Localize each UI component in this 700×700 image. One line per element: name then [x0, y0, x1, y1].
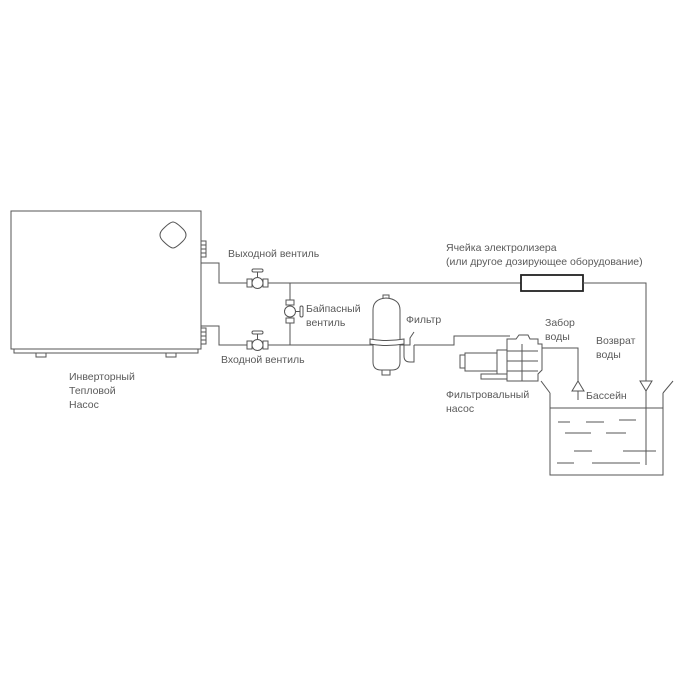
bypass-valve-label-line-1: Байпасный [306, 303, 361, 315]
electrolyzer-cell-icon [520, 274, 584, 292]
heat-pump-body [10, 210, 202, 350]
intake-arrow-icon [571, 380, 585, 392]
filter-pump-label: Фильтровальный насос [446, 388, 529, 416]
heat-pump-foot-left [35, 352, 47, 358]
outlet-valve-label: Выходной вентиль [228, 248, 320, 260]
bypass-valve-label-line-2: вентиль [306, 317, 346, 329]
inlet-valve-icon [246, 330, 269, 351]
heat-pump-label-line-2: Тепловой [69, 385, 116, 397]
water-return-label: Возврат воды [596, 334, 635, 362]
water-intake-label: Забор воды [545, 316, 575, 344]
heat-pump-label: Инверторный Тепловой Насос [69, 370, 135, 412]
pool-icon [540, 380, 674, 476]
water-intake-pipe [542, 347, 579, 400]
water-intake-label-line-1: Забор [545, 317, 575, 329]
water-return-pipe [583, 282, 647, 465]
outlet-pipe [201, 262, 247, 284]
inlet-pipe [201, 325, 247, 346]
electrolyzer-label-line-1: Ячейка электролизера [446, 242, 557, 254]
fan-grille-icon [159, 221, 187, 249]
pool-label: Бассейн [586, 390, 627, 402]
bypass-valve-icon [284, 299, 304, 324]
water-return-label-line-1: Возврат [596, 335, 636, 347]
heat-pump-unit [10, 210, 207, 358]
heat-pump-label-line-3: Насос [69, 399, 99, 411]
filter-label: Фильтр [406, 314, 442, 326]
inlet-valve-label: Входной вентиль [221, 354, 305, 366]
heat-pump-base [13, 348, 199, 354]
heat-pump-label-line-1: Инверторный [69, 371, 135, 383]
filter-pump-label-line-1: Фильтровальный [446, 389, 530, 401]
electrolyzer-label: Ячейка электролизера (или другое дозирую… [446, 241, 643, 269]
electrolyzer-label-line-2: (или другое дозирующее оборудование) [446, 256, 643, 268]
filter-pump-label-line-2: насос [446, 403, 475, 415]
water-intake-label-line-2: воды [545, 331, 570, 343]
filter-pump-icon [459, 334, 543, 382]
filter-to-pump-pipe [414, 335, 510, 346]
bypass-valve-label: Байпасный вентиль [306, 302, 361, 330]
water-return-label-line-2: воды [596, 349, 621, 361]
filter-icon [369, 294, 415, 376]
heat-pump-foot-right [165, 352, 177, 358]
outlet-valve-icon [246, 268, 269, 289]
return-arrow-icon [639, 380, 653, 392]
